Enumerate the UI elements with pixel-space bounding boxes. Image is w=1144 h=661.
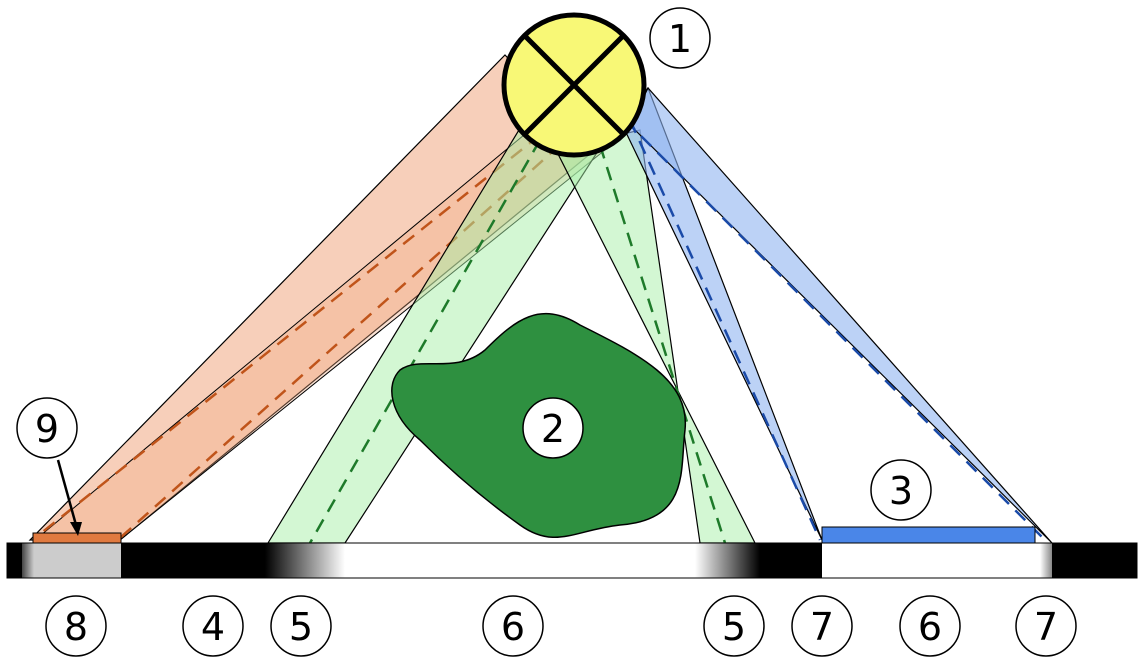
penumbra-right — [695, 543, 760, 578]
svg-text:4: 4 — [201, 605, 225, 649]
svg-text:9: 9 — [35, 407, 59, 451]
label-9: 9 — [16, 397, 78, 459]
label-1: 1 — [649, 7, 711, 69]
label-5-left: 5 — [270, 595, 332, 657]
label-7-right: 7 — [1015, 595, 1077, 657]
blue-plate — [821, 526, 1036, 544]
orange-dash-1 — [34, 134, 541, 539]
label-3: 3 — [870, 459, 932, 521]
svg-text:8: 8 — [64, 605, 88, 649]
label-7-left: 7 — [791, 595, 853, 657]
svg-text:2: 2 — [541, 407, 565, 451]
label-8: 8 — [45, 595, 107, 657]
label-6-main: 6 — [482, 595, 544, 657]
screen — [6, 542, 1138, 579]
blue-dash-right — [624, 119, 1046, 541]
plate-lit — [822, 543, 1042, 578]
svg-text:7: 7 — [810, 605, 834, 649]
svg-text:1: 1 — [668, 17, 692, 61]
svg-text:5: 5 — [722, 605, 746, 649]
pointer-arrow — [56, 459, 78, 526]
svg-text:3: 3 — [889, 469, 913, 513]
light-source — [501, 12, 647, 158]
blue-dash-left — [628, 119, 822, 541]
svg-text:7: 7 — [1034, 605, 1058, 649]
label-2: 2 — [522, 397, 584, 459]
green-dash-left — [308, 139, 542, 544]
lit-main — [345, 543, 695, 578]
arrow-head-icon — [70, 522, 82, 536]
label-6-plate: 6 — [899, 595, 961, 657]
orange-plate — [32, 532, 122, 544]
svg-text:6: 6 — [918, 605, 942, 649]
grey-patch — [33, 543, 121, 578]
green-dash-right — [598, 144, 727, 544]
label-4: 4 — [182, 595, 244, 657]
svg-text:5: 5 — [289, 605, 313, 649]
blue-beams — [619, 86, 1053, 544]
label-5-right: 5 — [703, 595, 765, 657]
penumbra-left — [265, 543, 345, 578]
svg-text:6: 6 — [501, 605, 525, 649]
